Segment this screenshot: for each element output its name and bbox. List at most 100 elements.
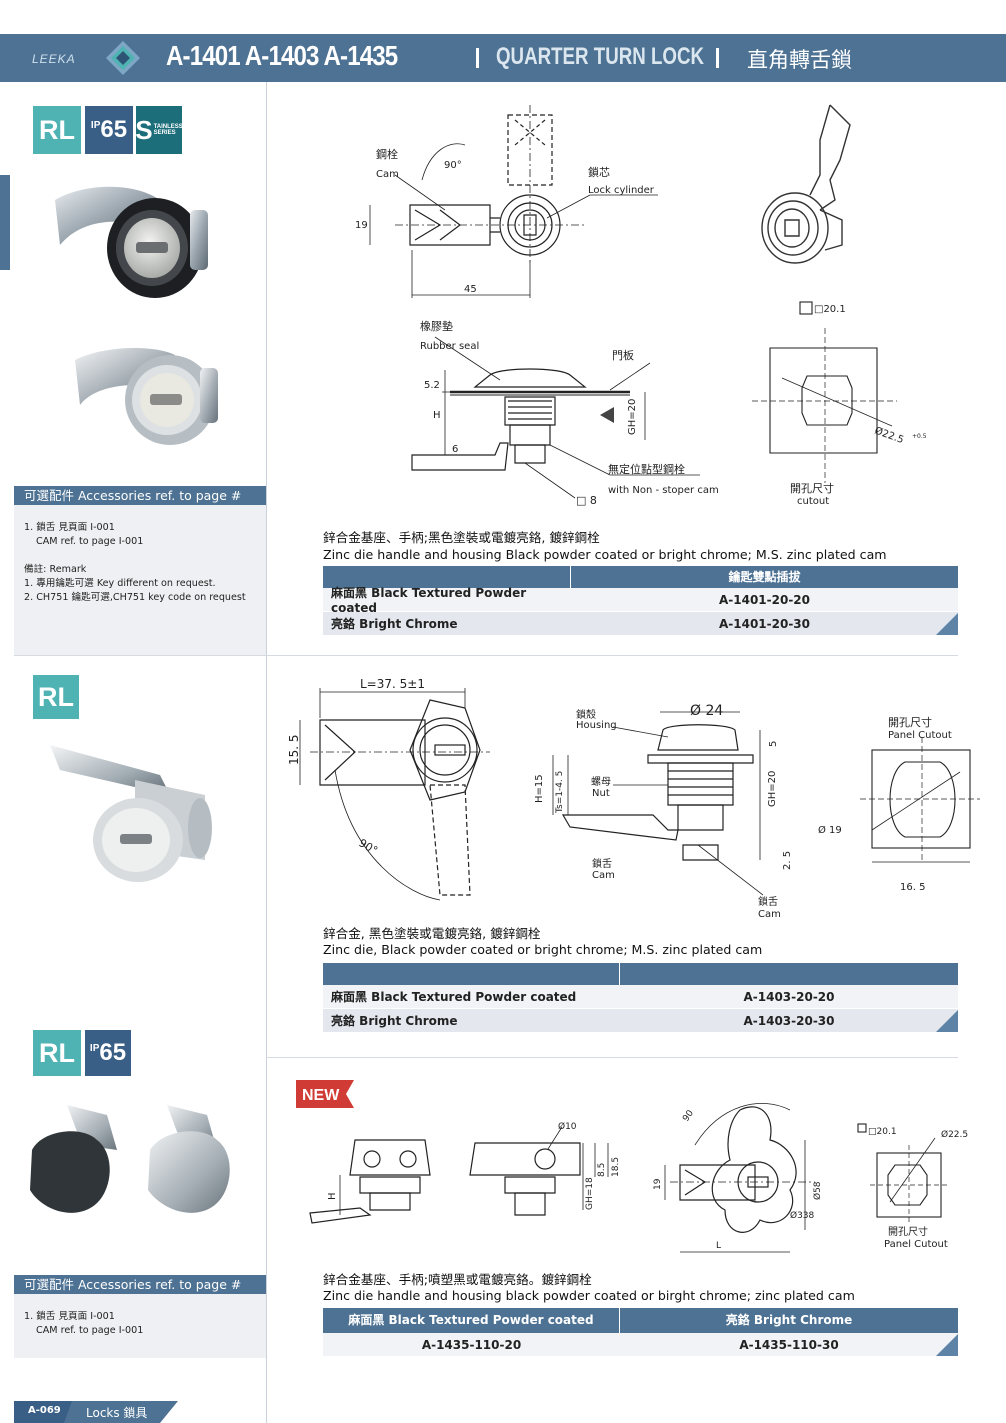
header-divider	[476, 48, 479, 68]
accessories-body: 1. 鎖舌 見頁面 I-001 CAM ref. to page I-001 備…	[14, 505, 266, 656]
seal-label-cn: 橡膠墊	[420, 319, 453, 333]
new-tag: NEW	[296, 1080, 354, 1108]
cutout-label-cn: 開孔尺寸	[790, 481, 834, 495]
section-divider	[266, 1057, 958, 1058]
dim-length: L=37. 5±1	[360, 677, 425, 691]
dim-5: 5	[768, 741, 779, 747]
accessory-line: CAM ref. to page I-001	[36, 536, 144, 547]
accessories-title: 可選配件 Accessories ref. to page #	[14, 486, 266, 505]
accessories-panel-1: 可選配件 Accessories ref. to page # 1. 鎖舌 見頁…	[14, 486, 266, 656]
rl-badge: RL	[33, 106, 81, 154]
dim-h-15: H=15	[534, 774, 545, 803]
order-table-3: 麻面黑 Black Textured Powder coated 亮鉻 Brig…	[323, 1308, 958, 1358]
a1403-side-drawing: 鎖殼 Housing Ø 24 5 螺母 Nut H=15 Ts=1-4. 5 …	[534, 703, 793, 920]
accessory-line: 1. 鎖舌 見頁面 I-001	[24, 1311, 115, 1322]
cutout-diameter: Ø22.5	[873, 425, 905, 447]
footer-title: Locks 鎖具	[86, 1406, 148, 1420]
table-cell-code: A-1403-20-20	[743, 989, 835, 1004]
dia-338: Ø338	[790, 1210, 815, 1221]
table-cell-code: A-1435-110-20	[421, 1337, 522, 1352]
dim-gh: GH=18	[585, 1177, 595, 1210]
remark-line: 2. CH751 鑰匙可選,CH751 key code on request	[24, 592, 246, 603]
column-divider	[266, 82, 267, 1423]
remark-title: 備註: Remark	[24, 564, 87, 575]
table-header-cell	[323, 963, 620, 985]
dia-58: Ø58	[812, 1181, 823, 1200]
table-cell-finish: 麻面黑 Black Textured Powder coated	[331, 990, 577, 1004]
cutout-label: Panel Cutout	[888, 730, 952, 741]
cutout-drawing-1: □20.1 Ø22.5 +0.5 開孔尺寸 cutout	[752, 301, 927, 507]
header-bar: LEEKA A-1401 A-1403 A-1435 QUARTER TURN …	[0, 34, 1006, 82]
dim-45: 45	[464, 284, 477, 295]
rl-badge: RL	[33, 1030, 81, 1076]
cutout-label: Panel Cutout	[884, 1239, 948, 1250]
dim-19: 19	[355, 220, 368, 231]
nut-label-cn: 螺母	[591, 776, 611, 788]
dim-19: 19	[653, 1178, 663, 1190]
angle-label: 90°	[444, 160, 462, 171]
page-number: A-069	[28, 1405, 61, 1416]
table-header-cell	[323, 566, 571, 588]
dia-19: Ø 19	[818, 824, 842, 836]
brand-logo: LEEKA	[32, 52, 76, 66]
nut-label: Nut	[592, 788, 610, 799]
a1435-front-drawing: 90 19 Ø58 Ø338 L	[653, 1103, 823, 1253]
section-divider	[14, 655, 958, 656]
cam-label: Cam	[592, 870, 615, 881]
lock-cylinder-label: Lock cylinder	[588, 185, 655, 196]
dim-l: L	[716, 1241, 721, 1251]
table-header: 麻面黑 Black Textured Powder coated 亮鉻 Brig…	[323, 1308, 958, 1333]
dia-24: Ø 24	[690, 703, 723, 719]
table-cell-finish: 亮鉻 Bright Chrome	[331, 1014, 458, 1028]
cam-lock-front-drawing: 鋼栓 Cam 90° 鎖芯 Lock cylinder 19 45	[355, 105, 658, 298]
corner-decoration	[936, 1334, 958, 1356]
table-row: 麻面黑 Black Textured Powder coated A-1401-…	[323, 586, 958, 615]
accessory-line: CAM ref. to page I-001	[36, 1325, 144, 1336]
table-cell-code: A-1403-20-30	[743, 1013, 835, 1028]
stopper-label-cn: 無定位點型鋼栓	[608, 462, 685, 476]
lock-cylinder-label-cn: 鎖芯	[588, 165, 610, 179]
table-header-cell	[620, 963, 958, 985]
housing-label-cn: 鎖殼	[576, 708, 596, 721]
product-photo-a1435	[30, 1105, 230, 1213]
cam-lock-3d-drawing	[761, 104, 851, 264]
a1403-front-drawing: L=37. 5±1 15. 5 90°	[287, 677, 490, 901]
dia-10: Ø10	[558, 1121, 577, 1132]
dim-5-2: 5.2	[424, 380, 440, 391]
housing-label: Housing	[576, 720, 617, 731]
description-en-1: Zinc die handle and housing Black powder…	[323, 547, 887, 562]
stopper-label: with Non - stoper cam	[608, 485, 719, 496]
page-title: A-1401 A-1403 A-1435	[166, 40, 398, 71]
page-subtitle-cn: 直角轉舌鎖	[747, 48, 852, 72]
remark-line: 1. 專用鑰匙可選 Key different on request.	[24, 578, 216, 589]
page-subtitle: QUARTER TURN LOCK	[496, 43, 704, 70]
cam-label-cn-2: 鎖舌	[758, 895, 778, 908]
cutout-tolerance: +0.5	[912, 433, 927, 440]
cam-label-2: Cam	[758, 909, 781, 920]
accessories-title: 可選配件 Accessories ref. to page #	[14, 1275, 266, 1294]
table-header-cell: 鑰匙雙點插拔	[728, 570, 801, 584]
accessories-panel-3: 可選配件 Accessories ref. to page # 1. 鎖舌 見頁…	[14, 1275, 266, 1358]
order-table-1: 鑰匙雙點插拔 麻面黑 Black Textured Powder coated …	[323, 566, 958, 638]
table-cell-code: A-1401-20-30	[718, 616, 811, 631]
cutout-label-cn: 開孔尺寸	[888, 715, 932, 729]
table-row: 亮鉻 Bright Chrome A-1403-20-30	[323, 1009, 958, 1033]
new-tag-label: NEW	[302, 1087, 340, 1104]
a1435-cutout-drawing: □20.1 Ø22.5 開孔尺寸 Panel Cutout	[857, 1123, 968, 1250]
table-cell-code: A-1435-110-30	[739, 1337, 839, 1352]
cutout-square: □20.1	[814, 304, 846, 315]
table-cell-finish: 麻面黑 Black Textured Powder coated	[331, 586, 527, 615]
dim-8-5: 8.5	[597, 1163, 607, 1177]
table-header	[323, 963, 958, 985]
header-divider	[716, 48, 719, 68]
corner-decoration	[936, 613, 958, 635]
table-row: 亮鉻 Bright Chrome A-1401-20-30	[323, 612, 958, 636]
dim-8: □ 8	[576, 494, 597, 507]
a1435-side-drawings: H Ø10 GH=18 8.5 18.5	[309, 1121, 621, 1224]
cam-label-cn: 鋼栓	[376, 147, 398, 161]
seal-label: Rubber seal	[420, 341, 479, 352]
dim-6: 6	[452, 444, 458, 455]
corner-decoration	[936, 1010, 958, 1032]
